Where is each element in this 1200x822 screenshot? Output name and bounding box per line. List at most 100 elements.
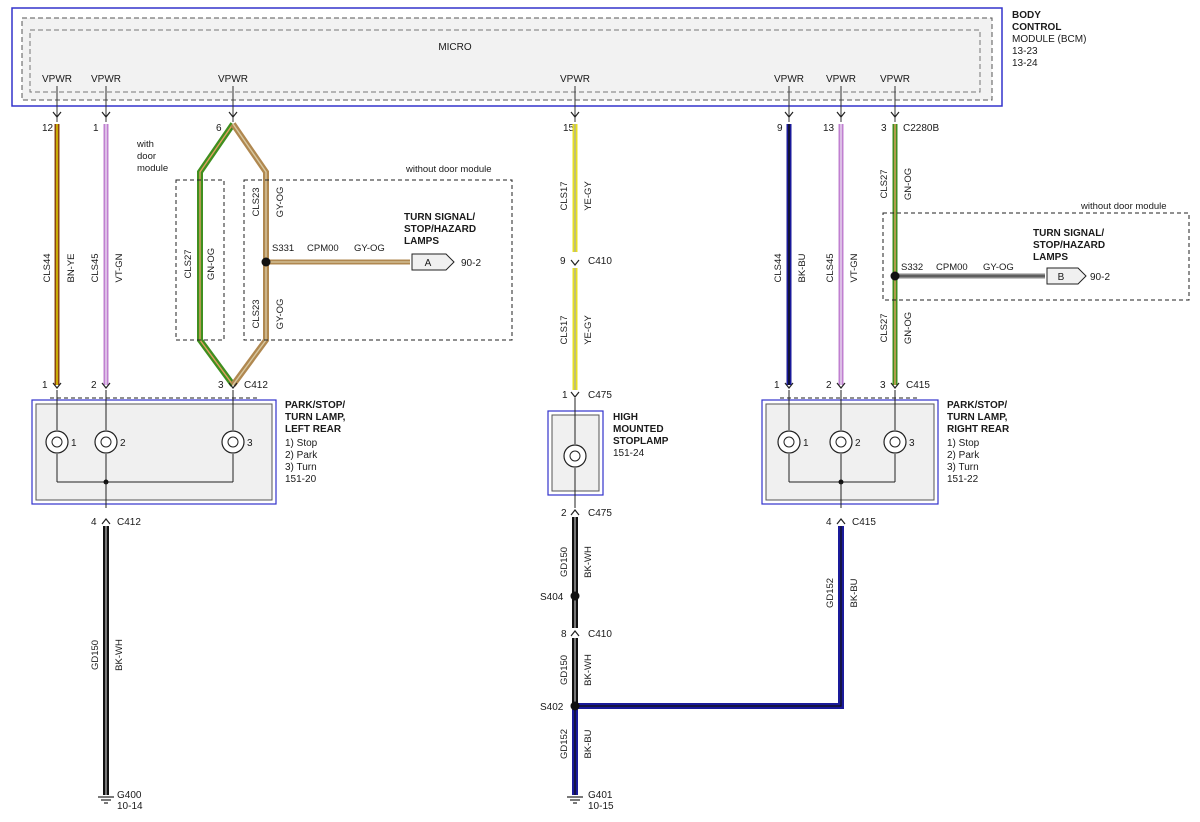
circuit-label: GD150 xyxy=(559,547,570,577)
bulb-label: 1 xyxy=(803,438,809,449)
page-ref-number: 90-2 xyxy=(1090,272,1110,283)
wire-c3-tan-branch[interactable] xyxy=(230,122,269,387)
wire-labels: CLS44 BN-YE CLS45 VT-GN CLS27 GN-OG CLS2… xyxy=(42,168,914,345)
pin-number: 9 xyxy=(560,256,566,267)
circuit-label: CLS45 xyxy=(825,253,836,282)
lamp-title-line-2: TURN LAMP, xyxy=(285,412,346,423)
cpm-color-label: GY-OG xyxy=(354,243,385,254)
stoplamp-title-line-3: STOPLAMP xyxy=(613,436,669,447)
page-ref-number: 90-2 xyxy=(461,258,481,269)
bulb-label: 3 xyxy=(909,438,915,449)
page-ref-arrow-a[interactable] xyxy=(411,253,455,271)
bcm-module[interactable]: MICRO xyxy=(11,7,1003,107)
connector-label: C410 xyxy=(588,629,612,640)
connector-label: C412 xyxy=(244,380,268,391)
connector-chevrons xyxy=(52,111,900,118)
connector-label: C2280B xyxy=(903,123,939,134)
splice-s331 xyxy=(261,257,271,267)
splice-label: S402 xyxy=(540,702,564,713)
stoplamp-title-line-2: MOUNTED xyxy=(613,424,664,435)
bulb-icon xyxy=(45,430,69,454)
micro-label: MICRO xyxy=(438,42,472,53)
stoplamp-page: 151-24 xyxy=(613,448,645,459)
pin-number: 2 xyxy=(91,380,97,391)
color-label: GY-OG xyxy=(275,299,286,330)
ref-title-line-2: STOP/HAZARD xyxy=(1033,240,1105,251)
connector-label: C410 xyxy=(588,256,612,267)
bulb-icon xyxy=(883,430,907,454)
door-module-left: with door module without door module S33… xyxy=(136,139,513,341)
top-pin-numbers: 12 1 6 15 9 13 3 C2280B xyxy=(42,123,939,134)
splice-s402 xyxy=(570,701,580,711)
circuit-label: GD152 xyxy=(825,578,836,608)
cpm-label: CPM00 xyxy=(307,243,339,254)
color-label: BK-WH xyxy=(114,639,125,671)
color-label: YE-GY xyxy=(583,181,594,211)
bulb-icon xyxy=(829,430,853,454)
pin-number: 3 xyxy=(881,123,887,134)
door-module-right: without door module S332 CPM00 GY-OG B 9… xyxy=(882,201,1190,301)
pin-number: 8 xyxy=(561,629,567,640)
vpwr-label: VPWR xyxy=(42,74,72,85)
bcm-page-1: 13-23 xyxy=(1012,46,1038,57)
color-label: VT-GN xyxy=(849,253,860,282)
pin-number: 3 xyxy=(218,380,224,391)
color-label: YE-GY xyxy=(583,315,594,345)
bulb-icon xyxy=(221,430,245,454)
splice-s404 xyxy=(570,591,580,601)
bcm-page-2: 13-24 xyxy=(1012,58,1038,69)
color-label: BN-YE xyxy=(66,253,77,282)
ground-left: G400 10-14 xyxy=(98,790,143,812)
stoplamp-title: HIGH MOUNTED STOPLAMP 151-24 xyxy=(613,412,669,459)
pin-number: 1 xyxy=(42,380,48,391)
pin-number: 6 xyxy=(216,123,222,134)
bulb-icon xyxy=(94,430,118,454)
connector-label: C415 xyxy=(906,380,930,391)
circuit-label: GD150 xyxy=(90,640,101,670)
lamp-item: 2) Park xyxy=(285,450,318,461)
stoplamp-title-line-1: HIGH xyxy=(613,412,638,423)
ref-title-line-3: LAMPS xyxy=(1033,252,1068,263)
lamp-left-bulbs: 1 2 3 xyxy=(45,430,253,454)
pin-number: 1 xyxy=(562,390,568,401)
circuit-label: CLS45 xyxy=(90,253,101,282)
cpm-color-label: GY-OG xyxy=(983,262,1014,273)
connector-label: C475 xyxy=(588,390,612,401)
ref-title-line-1: TURN SIGNAL/ xyxy=(1033,228,1104,239)
connector-label: C475 xyxy=(588,508,612,519)
pin-number: 2 xyxy=(561,508,567,519)
ref-title-line-1: TURN SIGNAL/ xyxy=(404,212,475,223)
color-label: VT-GN xyxy=(114,253,125,282)
ref-title-line-2: STOP/HAZARD xyxy=(404,224,476,235)
lamp-item: 1) Stop xyxy=(285,438,318,449)
color-label: GN-OG xyxy=(903,168,914,200)
lamp-item: 1) Stop xyxy=(947,438,980,449)
lamp-connector-chevrons xyxy=(52,382,900,398)
lamp-page: 151-20 xyxy=(285,474,317,485)
bcm-title: BODY CONTROL MODULE (BCM) 13-23 13-24 xyxy=(1012,10,1086,69)
vpwr-label: VPWR xyxy=(218,74,248,85)
ground-wire-labels: GD150 BK-WH GD150 BK-WH GD150 BK-WH GD15… xyxy=(90,546,860,759)
wire-ground-right[interactable] xyxy=(575,526,844,709)
circuit-label: GD152 xyxy=(559,729,570,759)
high-mounted-stoplamp[interactable] xyxy=(547,398,604,508)
pin-number: 4 xyxy=(91,517,97,528)
color-label: BK-WH xyxy=(583,654,594,686)
page-ref-arrow-b[interactable] xyxy=(1046,267,1087,285)
connector-label: C415 xyxy=(852,517,876,528)
wire-c3-green-branch[interactable] xyxy=(197,122,236,387)
page-ref-letter: B xyxy=(1058,272,1065,283)
ground-page: 10-15 xyxy=(588,801,614,812)
lamp-title-line-1: PARK/STOP/ xyxy=(947,400,1007,411)
bulb-icon xyxy=(777,430,801,454)
circuit-label: CLS27 xyxy=(879,313,890,342)
color-label: BK-BU xyxy=(583,729,594,758)
vpwr-labels: VPWR VPWR VPWR VPWR VPWR VPWR VPWR xyxy=(42,74,910,85)
lamp-pin-labels: 1 2 3 C412 1 C475 1 2 3 C415 xyxy=(42,380,930,401)
ground-connector-chevrons xyxy=(101,509,846,637)
bcm-title-line-1: BODY xyxy=(1012,10,1041,21)
lamp-title-line-3: LEFT REAR xyxy=(285,424,342,435)
color-label: BK-BU xyxy=(797,253,808,282)
